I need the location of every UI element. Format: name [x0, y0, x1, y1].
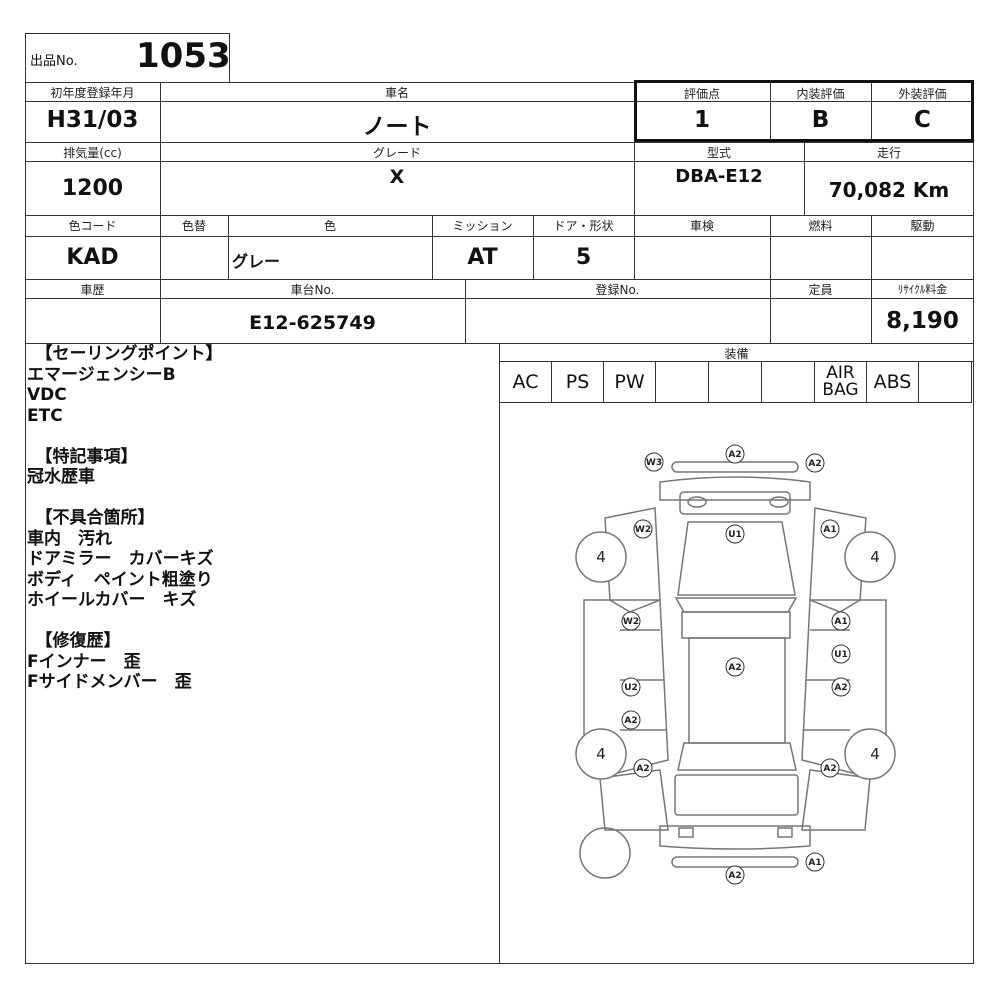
equipment-item-empty	[709, 362, 762, 402]
drive-header: 駆動	[910, 219, 935, 233]
mileage-header: 走行	[876, 146, 901, 160]
note-line: 【不具合箇所】	[27, 508, 155, 528]
tire-label: 4	[596, 745, 606, 763]
doors-value: 5	[575, 245, 592, 270]
exterior-grade-header: 外装評価	[898, 87, 947, 101]
damage-mark: W2	[635, 525, 651, 535]
damage-mark: U1	[728, 530, 742, 540]
mileage-value: 70,082 Km	[828, 178, 950, 202]
airbag-line1: AIR	[826, 363, 855, 383]
chassis-no-value: E12-625749	[249, 312, 376, 334]
history-header: 車歴	[80, 283, 105, 297]
car-name-header: 車名	[384, 86, 409, 100]
capacity-header: 定員	[808, 283, 833, 297]
note-line: Fインナー 歪	[27, 651, 141, 672]
lot-number-box: 出品No. 1053	[25, 33, 231, 83]
equipment-item-ps: PS	[552, 362, 604, 402]
damage-mark: U2	[624, 683, 638, 693]
equipment-header: 装備	[724, 347, 749, 361]
lot-number-label: 出品No.	[30, 54, 78, 69]
damage-mark: A2	[728, 450, 741, 460]
model-code-header: 型式	[706, 146, 731, 160]
registration-no-header: 登録No.	[595, 283, 640, 297]
damage-mark: W3	[646, 458, 662, 468]
exterior-grade-value: C	[914, 107, 931, 133]
chassis-no-header: 車台No.	[290, 283, 335, 297]
first-registration-header: 初年度登録年月	[50, 86, 135, 100]
recycle-fee-header: ﾘｻｲｸﾙ料金	[897, 283, 948, 296]
damage-mark: A2	[823, 764, 836, 774]
color-header: 色	[323, 219, 336, 233]
damage-mark: A1	[823, 525, 836, 535]
color-value: グレー	[232, 252, 281, 271]
grade-highlight-box	[634, 80, 974, 142]
equipment-item-abs: ABS	[867, 362, 919, 402]
grade-header: グレード	[372, 146, 421, 160]
note-line: VDC	[27, 385, 67, 405]
damage-mark: A2	[728, 871, 741, 881]
grade-value: X	[389, 166, 405, 188]
note-line: 【セーリングポイント】	[27, 344, 223, 364]
grade-score-value: 1	[693, 107, 710, 133]
transmission-value: AT	[467, 245, 498, 270]
recycle-fee-value: 8,190	[886, 308, 959, 334]
inspection-header: 車検	[689, 219, 714, 233]
tire-label: 4	[870, 548, 880, 566]
grade-score-header: 評価点	[683, 87, 720, 101]
note-line: Fサイドメンバー 歪	[27, 672, 192, 692]
note-line: 【修復歴】	[27, 631, 121, 651]
note-line: ETC	[27, 405, 63, 426]
color-code-value: KAD	[66, 245, 119, 270]
tire-label: 4	[596, 548, 606, 566]
notes-panel: 【セーリングポイント】 エマージェンシーB VDC ETC 【特記事項】 冠水歴…	[27, 344, 223, 693]
note-line: ボディ ペイント粗塗り	[27, 569, 213, 590]
equipment-item-airbag: AIR BAG	[815, 362, 867, 402]
fuel-header: 燃料	[808, 219, 833, 233]
equipment-item-pw: PW	[604, 362, 656, 402]
transmission-header: ミッション	[452, 219, 513, 233]
displacement-header: 排気量(cc)	[63, 146, 122, 160]
damage-mark: A2	[624, 716, 637, 726]
equipment-item-empty	[762, 362, 815, 402]
note-line: ホイールカバー キズ	[27, 590, 197, 610]
damage-mark: A1	[808, 858, 821, 868]
note-line: 【特記事項】	[27, 446, 138, 467]
first-registration-value: H31/03	[46, 107, 139, 133]
interior-grade-value: B	[811, 107, 830, 133]
damage-mark: U1	[834, 650, 848, 660]
note-line: ドアミラー カバーキズ	[27, 549, 214, 569]
note-line: エマージェンシーB	[27, 364, 176, 385]
equipment-item-ac: AC	[500, 362, 552, 402]
damage-mark: A2	[728, 663, 741, 673]
doors-header: ドア・形状	[553, 219, 614, 233]
damage-mark: A2	[636, 764, 649, 774]
equipment-item-empty	[656, 362, 709, 402]
damage-mark: A2	[808, 459, 821, 469]
car-name-value: ノート	[362, 114, 432, 140]
lot-number: 1053	[136, 36, 231, 76]
color-change-header: 色替	[181, 219, 206, 233]
model-code-value: DBA-E12	[675, 166, 763, 187]
note-line: 冠水歴車	[27, 467, 95, 487]
damage-mark: A2	[834, 683, 847, 693]
tire-label: 4	[870, 745, 880, 763]
airbag-line2: BAG	[822, 380, 859, 400]
equipment-item-empty	[919, 362, 972, 402]
note-line: 車内 汚れ	[27, 528, 112, 549]
damage-mark: W2	[623, 617, 639, 627]
color-code-header: 色コード	[68, 219, 117, 233]
displacement-value: 1200	[61, 176, 124, 201]
interior-grade-header: 内装評価	[796, 87, 845, 101]
damage-mark: A1	[834, 617, 847, 627]
